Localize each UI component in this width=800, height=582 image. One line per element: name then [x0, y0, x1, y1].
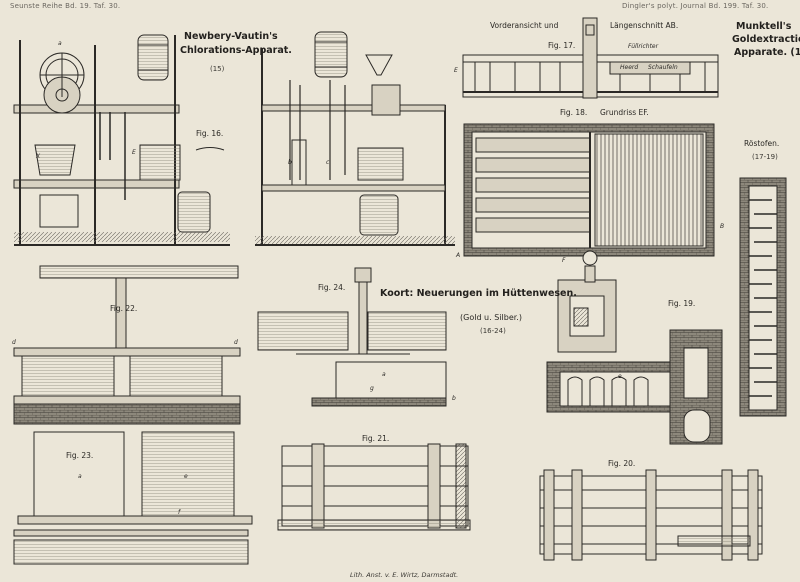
- callout-E-fig17: E: [454, 67, 458, 74]
- rostofen-title: Röstofen.: [744, 139, 780, 148]
- koort-range: (16-24): [480, 327, 506, 335]
- callout-F: F: [562, 257, 566, 264]
- callout-c: c: [326, 159, 330, 166]
- fig23-caption: Fig. 23.: [66, 451, 94, 460]
- callout-a: a: [58, 40, 62, 47]
- laengenschnitt-label: Längenschnitt AB.: [610, 21, 679, 30]
- callout-A: A: [456, 252, 461, 259]
- plate-series-header: Seunste Reihe Bd. 19. Taf. 30.: [10, 2, 121, 10]
- callout-e-fig23: e: [184, 473, 188, 480]
- fig15-left-apparatus: [13, 34, 230, 246]
- callout-b-fig24: b: [452, 395, 456, 402]
- fig22-tank: [13, 265, 241, 425]
- fig18-caption: Fig. 18.: [560, 108, 588, 117]
- chlorations-title: Chlorations-Apparat.: [180, 45, 292, 56]
- koort-subtitle: (Gold u. Silber.): [460, 313, 522, 322]
- fig23-door: [13, 431, 253, 565]
- grundriss-label: Grundriss EF.: [600, 108, 649, 117]
- vorderansicht-label: Vorderansicht und: [490, 21, 559, 30]
- koort-title: Koort: Neuerungen im Hüttenwesen.: [380, 288, 577, 299]
- callout-d-left: d: [12, 339, 16, 346]
- callout-e-fig19: e: [618, 373, 622, 380]
- fig17-caption: Fig. 17.: [548, 41, 576, 50]
- schaufel-label: Schaufeln: [648, 64, 678, 71]
- newbery-title: Newbery-Vautin's: [184, 31, 278, 42]
- fig24-caption: Fig. 24.: [318, 283, 346, 292]
- callout-g: g: [370, 385, 374, 392]
- fig21-caption: Fig. 21.: [362, 434, 390, 443]
- callout-f-fig23: f: [178, 509, 181, 516]
- heerd-label: Heerd: [620, 64, 639, 71]
- plate-journal-header: Dingler's polyt. Journal Bd. 199. Taf. 3…: [622, 2, 769, 10]
- rostofen-range: (17-19): [752, 153, 778, 161]
- fig21-frame: [277, 443, 471, 531]
- fuelltrichter-label: Füllrichter: [628, 43, 659, 50]
- callout-b: b: [288, 159, 292, 166]
- fig18-ground-plan: [463, 123, 715, 266]
- newbery-range: (15): [210, 65, 225, 73]
- fig20-frame: [539, 469, 763, 561]
- roasting-furnace: [739, 177, 787, 417]
- callout-X: X: [36, 153, 41, 160]
- fig16-apparatus: [255, 31, 455, 246]
- fig24-vat: [257, 267, 447, 407]
- fig16-caption: Fig. 16.: [196, 129, 224, 138]
- callout-B: B: [720, 223, 725, 230]
- callout-E: E: [132, 149, 136, 156]
- apparate-title: Apparate. (17-24): [734, 47, 800, 58]
- goldextractions-title: Goldextractions: [732, 34, 800, 45]
- fig20-caption: Fig. 20.: [608, 459, 636, 468]
- callout-d-right: d: [234, 339, 238, 346]
- arc-mark: [195, 147, 225, 151]
- callout-a-fig24: a: [382, 371, 386, 378]
- fig19-section: [546, 265, 723, 445]
- fig22-caption: Fig. 22.: [110, 304, 138, 313]
- munktell-title: Munktell's: [736, 21, 792, 32]
- fig19-caption: Fig. 19.: [668, 299, 696, 308]
- lithographer-credit: Lith. Anst. v. E. Wirtz, Darmstadt.: [350, 571, 459, 579]
- callout-a-fig23: a: [78, 473, 82, 480]
- fig17-front-view: [462, 17, 719, 99]
